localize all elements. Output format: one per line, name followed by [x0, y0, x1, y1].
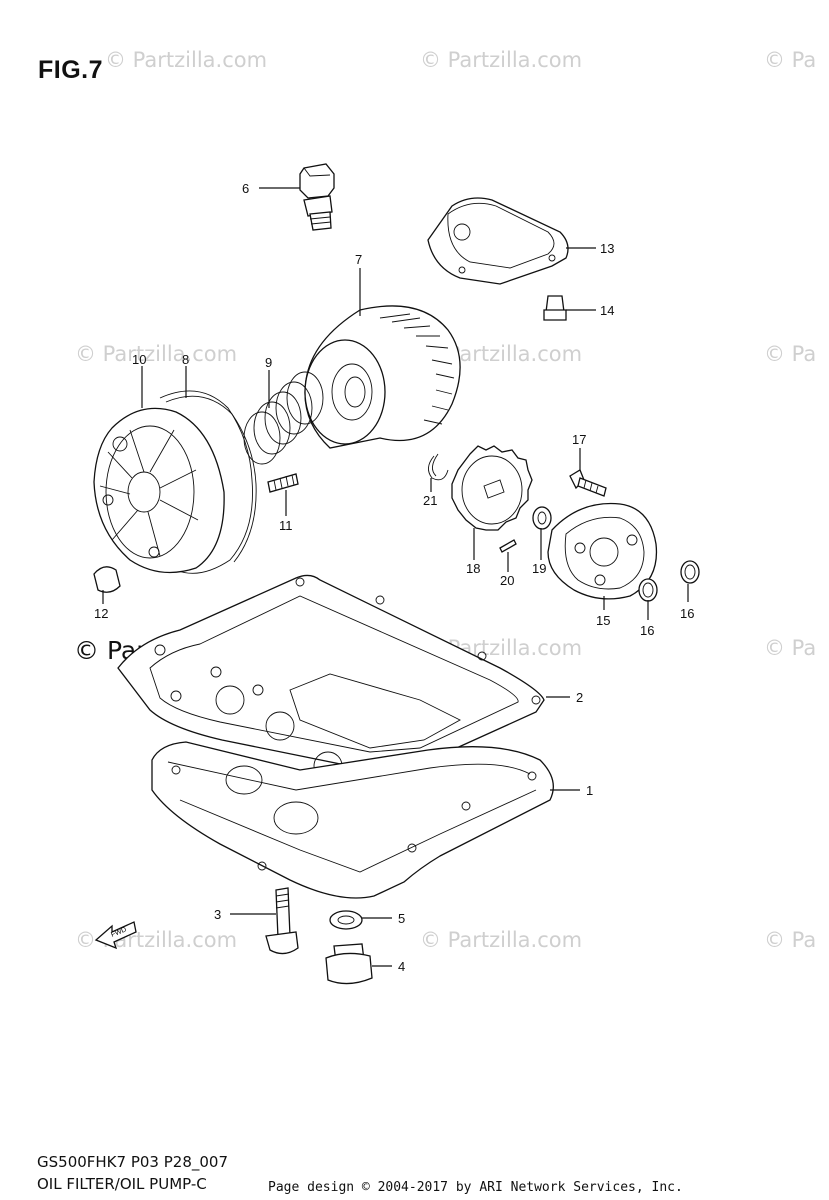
callout-15[interactable]: 15: [596, 613, 610, 628]
part-4-drain-plug[interactable]: [325, 943, 373, 985]
part-7-oil-filter[interactable]: [304, 305, 461, 449]
watermark: © Partzilla.com: [420, 928, 583, 952]
callout-12[interactable]: 12: [94, 606, 108, 621]
part-11-stud[interactable]: [267, 473, 299, 493]
part-1-oil-pan[interactable]: [151, 673, 554, 899]
callout-3[interactable]: 3: [214, 907, 221, 922]
callout-8[interactable]: 8: [182, 352, 189, 367]
callout-labels: 6 7 13 14 10 8 9 11 12 17 21 18 20 19 15…: [94, 181, 694, 974]
part-18-pump-gear[interactable]: [451, 445, 533, 531]
watermark: © Pa: [764, 928, 817, 952]
callout-1[interactable]: 1: [586, 783, 593, 798]
watermark: © Partzilla.com: [105, 48, 268, 72]
callout-7[interactable]: 7: [355, 252, 362, 267]
callout-16[interactable]: 16: [680, 606, 694, 621]
callout-16[interactable]: 16: [640, 623, 654, 638]
callout-4[interactable]: 4: [398, 959, 405, 974]
figure-title: FIG.7: [38, 56, 104, 84]
callout-14[interactable]: 14: [600, 303, 614, 318]
callout-5[interactable]: 5: [398, 911, 405, 926]
part-9-spring[interactable]: [243, 371, 324, 465]
part-8-gasket[interactable]: [159, 390, 257, 574]
part-17-screw[interactable]: [569, 469, 607, 497]
part-2-oil-pan-gasket[interactable]: [117, 574, 545, 781]
callout-20[interactable]: 20: [500, 573, 514, 588]
leader-lines: [102, 187, 689, 967]
callout-10[interactable]: 10: [132, 352, 146, 367]
watermark: © Pa: [764, 48, 817, 72]
callout-2[interactable]: 2: [576, 690, 583, 705]
part-6-plug[interactable]: [299, 163, 335, 231]
watermark: © Pa: [764, 342, 817, 366]
part-13-cover[interactable]: [427, 197, 569, 285]
callout-18[interactable]: 18: [466, 561, 480, 576]
callout-21[interactable]: 21: [423, 493, 437, 508]
model-code: GS500FHK7 P03 P28_007: [37, 1153, 228, 1171]
part-19-washer[interactable]: [532, 506, 552, 530]
footer-copyright: Page design © 2004-2017 by ARI Network S…: [268, 1180, 683, 1195]
callout-17[interactable]: 17: [572, 432, 586, 447]
part-20-pin[interactable]: [499, 539, 517, 553]
callout-13[interactable]: 13: [600, 241, 614, 256]
part-12-cap-nut[interactable]: [93, 566, 121, 593]
callout-6[interactable]: 6: [242, 181, 249, 196]
callout-9[interactable]: 9: [265, 355, 272, 370]
callout-11[interactable]: 11: [279, 518, 293, 533]
watermark: © Partzilla.com: [420, 48, 583, 72]
part-3-bolt[interactable]: [265, 887, 299, 955]
fwd-arrow-icon: FWD: [94, 921, 137, 950]
part-16-o-ring[interactable]: [638, 560, 700, 602]
callout-19[interactable]: 19: [532, 561, 546, 576]
part-15-oil-pump[interactable]: [547, 502, 658, 600]
watermark: © Pa: [764, 636, 817, 660]
part-21-circlip[interactable]: [428, 453, 449, 481]
part-10-filter-cap[interactable]: [93, 407, 225, 574]
part-5-washer[interactable]: [329, 910, 363, 930]
part-14-screw[interactable]: [543, 295, 567, 321]
watermark: © Partzilla.com: [75, 342, 238, 366]
section-name: OIL FILTER/OIL PUMP-C: [37, 1175, 207, 1193]
